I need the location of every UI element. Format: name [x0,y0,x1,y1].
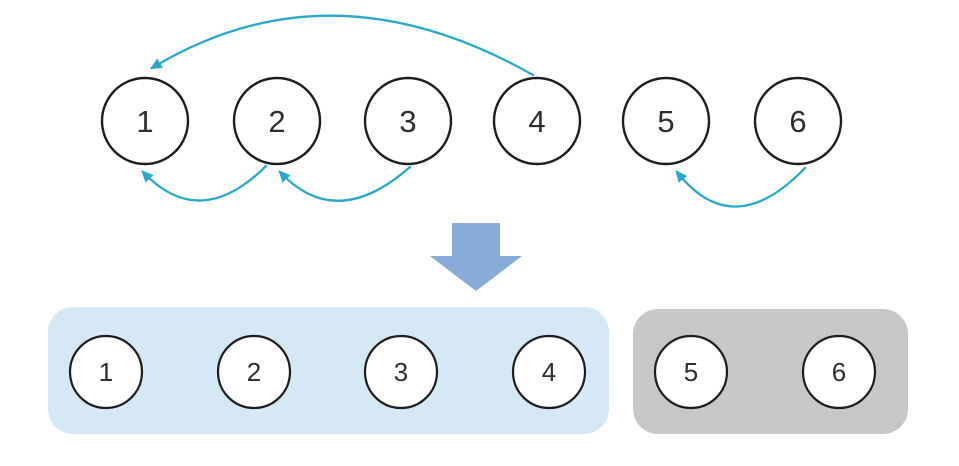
group-5-6-nodes: 5 6 [653,334,877,410]
bottom-node-3-label: 3 [394,357,408,387]
top-node-6: 6 [753,76,843,166]
group-1-2-3-4-nodes: 1 2 3 4 [68,334,587,410]
bottom-node-2-circle [216,334,292,410]
bottom-node-3: 3 [363,334,439,410]
bottom-node-2: 2 [216,334,292,410]
bottom-node-3-circle [363,334,439,410]
bottom-node-6: 6 [801,334,877,410]
top-node-1: 1 [100,76,190,166]
top-node-2-label: 2 [268,104,285,139]
top-node-2: 2 [232,76,322,166]
bottom-node-1-label: 1 [99,357,113,387]
top-row-nodes: 1 2 3 4 5 6 [100,76,843,166]
arrow-3-to-2 [278,165,412,202]
bottom-node-5-circle [653,334,729,410]
top-node-1-circle [100,76,190,166]
down-arrow-icon [430,223,522,291]
bottom-node-5: 5 [653,334,729,410]
top-node-3: 3 [363,76,453,166]
bottom-node-2-label: 2 [247,357,261,387]
top-node-3-circle [363,76,453,166]
group-1-2-3-4-container [48,307,609,434]
arrow-6-to-5 [675,166,807,208]
top-node-5-circle [621,76,711,166]
bottom-node-1-circle [68,334,144,410]
arrow-4-to-1 [149,14,535,77]
top-node-4: 4 [492,76,582,166]
link-arrows-group [141,14,807,208]
top-node-4-circle [492,76,582,166]
bottom-node-4: 4 [511,334,587,410]
bottom-node-6-circle [801,334,877,410]
top-node-5-label: 5 [657,104,674,139]
bottom-node-6-label: 6 [832,357,846,387]
arrow-2-to-1 [141,164,268,202]
top-node-1-label: 1 [136,104,153,139]
bottom-node-4-circle [511,334,587,410]
top-node-6-circle [753,76,843,166]
top-node-3-label: 3 [399,104,416,139]
bottom-node-5-label: 5 [684,357,698,387]
top-node-4-label: 4 [528,104,545,139]
bottom-node-1: 1 [68,334,144,410]
top-node-6-label: 6 [789,104,806,139]
bottom-node-4-label: 4 [542,357,556,387]
top-node-2-circle [232,76,322,166]
top-node-5: 5 [621,76,711,166]
